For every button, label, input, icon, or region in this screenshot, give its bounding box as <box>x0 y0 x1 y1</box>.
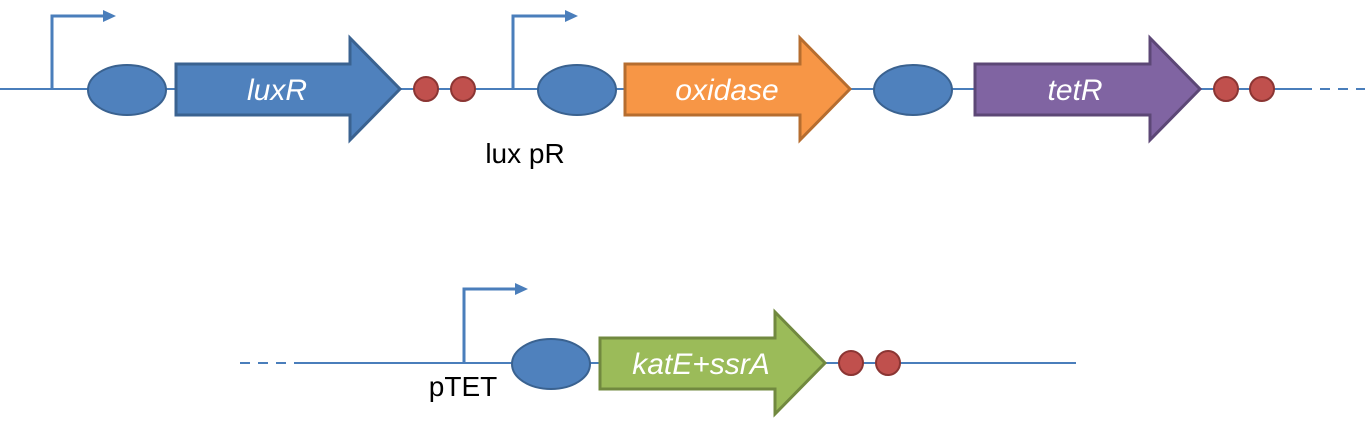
gene-label-katE-ssrA: katE+ssrA <box>632 348 770 381</box>
gene-katE-ssrA: katE+ssrA <box>598 308 828 418</box>
rbs-1 <box>87 64 167 116</box>
gene-label-luxR: luxR <box>247 74 307 107</box>
terminator-1 <box>413 76 476 102</box>
terminator-2 <box>1213 76 1275 102</box>
promoter-1 <box>50 10 116 89</box>
promoter-label-pTET: pTET <box>429 371 497 402</box>
gene-tetR: tetR <box>973 34 1203 144</box>
gene-oxidase: oxidase <box>623 34 853 144</box>
rbs-4 <box>511 338 591 390</box>
construct-2: pTET katE+ssrA <box>240 283 1076 418</box>
gene-label-tetR: tetR <box>1047 74 1102 107</box>
promoter-label-lux-pR: lux pR <box>485 138 564 169</box>
gene-luxR: luxR <box>174 34 403 144</box>
rbs-2 <box>537 64 617 116</box>
gene-label-oxidase: oxidase <box>675 74 778 107</box>
rbs-3 <box>873 64 953 116</box>
terminator-3 <box>838 350 901 376</box>
promoter-pTET <box>462 283 528 363</box>
promoter-lux-pR <box>511 10 578 89</box>
construct-1: luxR lux pR oxidase tetR <box>0 10 1365 169</box>
